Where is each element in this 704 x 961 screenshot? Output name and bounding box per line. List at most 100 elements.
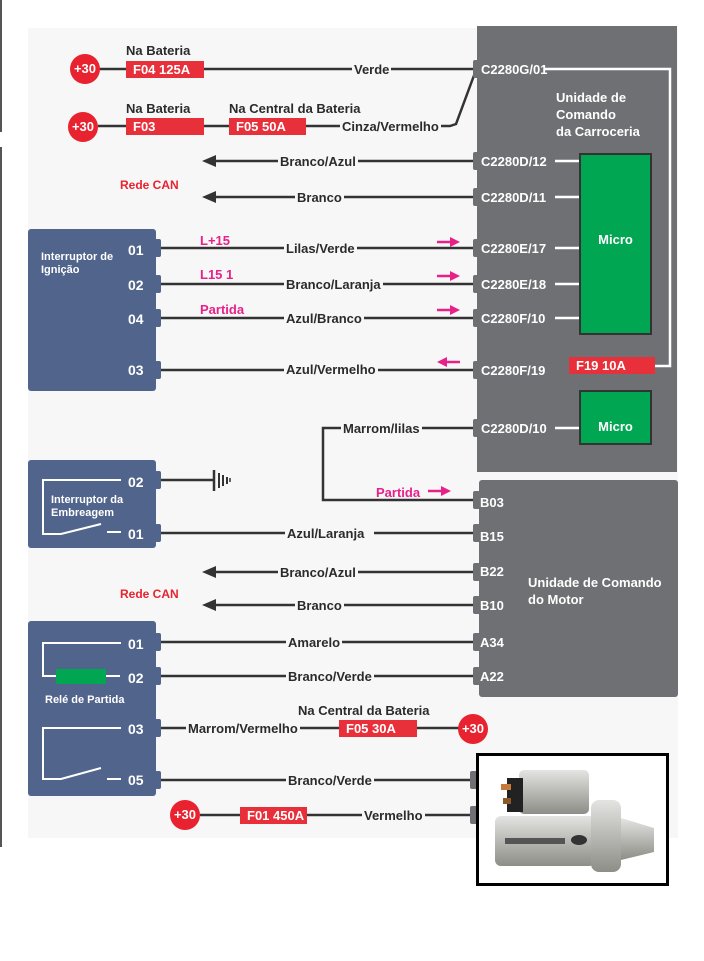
ignition-switch-title: Interruptor de Ignição bbox=[41, 251, 114, 276]
clutch-pin-01-tab bbox=[155, 524, 161, 542]
pin-a22 bbox=[473, 667, 481, 685]
connector-c2280d-12: C2280D/12 bbox=[481, 154, 547, 169]
ignition-pin-01: 01 bbox=[128, 242, 144, 258]
connector-c2280g-01: C2280G/01 bbox=[481, 62, 548, 77]
ignition-pin-04: 04 bbox=[128, 311, 144, 327]
microcontroller-secondary: Micro bbox=[579, 390, 652, 445]
wire-label-lilas-verde: Lilas/Verde bbox=[284, 241, 357, 256]
wire-label-amarelo: Amarelo bbox=[286, 635, 343, 650]
internal-line-f19 bbox=[544, 67, 672, 368]
starter-relay-title: Relé de Partida bbox=[45, 694, 125, 706]
relay-pin-01: 01 bbox=[128, 636, 144, 652]
pin-b22 bbox=[473, 563, 481, 581]
signal-partida-ignition: Partida bbox=[200, 302, 245, 317]
starter-relay-contacts-icon bbox=[42, 642, 121, 780]
arrow-left-can-4 bbox=[202, 599, 216, 611]
pin-c2280d-11 bbox=[473, 188, 481, 206]
clutch-pin-02: 02 bbox=[128, 474, 144, 490]
wire-label-branco-laranja: Branco/Laranja bbox=[284, 277, 383, 292]
relay-pin-02-tab bbox=[155, 667, 161, 685]
fuse-f19: F19 10A bbox=[569, 357, 655, 374]
wire-label-vermelho: Vermelho bbox=[362, 808, 425, 823]
wire-label-branco-verde-1: Branco/Verde bbox=[286, 669, 374, 684]
fuse-f05-50a: F05 50A bbox=[229, 118, 306, 135]
starter-motor-image bbox=[476, 753, 669, 886]
pin-c2280e-18 bbox=[473, 275, 481, 293]
engine-control-unit-title: Unidade de Comando do Motor bbox=[528, 575, 662, 607]
connector-b10: B10 bbox=[480, 598, 504, 613]
pin-starter-1 bbox=[470, 771, 478, 789]
signal-l15: L+15 bbox=[200, 233, 230, 248]
body-control-unit-title: Unidade de Comando da Carroceria bbox=[556, 90, 640, 139]
relay-pin-05: 05 bbox=[128, 772, 144, 788]
pin-c2280d-12 bbox=[473, 152, 481, 170]
relay-pin-05-tab bbox=[155, 771, 161, 789]
arrow-left-can-3 bbox=[202, 566, 216, 578]
pin-b10 bbox=[473, 596, 481, 614]
wire-label-can-branco-2: Branco bbox=[295, 598, 344, 613]
battery-positive-3: +30 bbox=[458, 714, 488, 744]
ignition-pin-02: 02 bbox=[128, 277, 144, 293]
connector-c2280f-19: C2280F/19 bbox=[481, 363, 546, 378]
wire-label-azul-branco: Azul/Branco bbox=[284, 311, 364, 326]
pin-c2280e-17 bbox=[473, 239, 481, 257]
wire-label-verde: Verde bbox=[352, 62, 392, 77]
ignition-pin-03-tab bbox=[155, 361, 161, 379]
clutch-pin-02-tab bbox=[155, 471, 161, 489]
relay-pin-01-tab bbox=[155, 633, 161, 651]
ground-icon bbox=[212, 470, 231, 491]
pin-c2280d-10 bbox=[473, 419, 481, 437]
connector-b22: B22 bbox=[480, 564, 504, 579]
battery-positive-4: +30 bbox=[170, 800, 200, 830]
wire-label-cinza-vermelho: Cinza/Vermelho bbox=[340, 119, 441, 134]
arrow-left-can-2 bbox=[202, 191, 216, 203]
pin-a34 bbox=[473, 633, 481, 651]
location-na-bateria-1: Na Bateria bbox=[126, 43, 191, 58]
left-border-line-bottom bbox=[0, 147, 2, 847]
pin-starter-2 bbox=[470, 806, 478, 824]
pin-c2280g-01 bbox=[473, 60, 481, 78]
starter-relay bbox=[28, 621, 156, 796]
battery-positive-1: +30 bbox=[70, 54, 100, 84]
connector-c2280e-17: C2280E/17 bbox=[481, 241, 547, 256]
starter-motor-icon bbox=[495, 770, 654, 872]
connector-c2280d-11: C2280D/11 bbox=[481, 190, 547, 205]
connector-c2280d-10: C2280D/10 bbox=[481, 421, 547, 436]
ignition-switch bbox=[28, 229, 156, 391]
wire-label-can-branco-azul-2: Branco/Azul bbox=[278, 565, 358, 580]
relay-pin-02: 02 bbox=[128, 670, 144, 686]
wire-label-marrom-vermelho: Marrom/Vermelho bbox=[186, 721, 300, 736]
microcontroller-main: Micro bbox=[579, 153, 652, 335]
connector-a34: A34 bbox=[480, 635, 504, 650]
relay-pin-03-tab bbox=[155, 719, 161, 737]
battery-positive-2: +30 bbox=[68, 112, 98, 142]
arrow-left-can-1 bbox=[202, 155, 216, 167]
can-bus-label-1: Rede CAN bbox=[120, 178, 179, 192]
signal-partida-engine: Partida bbox=[376, 485, 421, 500]
wire-label-azul-vermelho: Azul/Vermelho bbox=[284, 362, 378, 377]
wire-label-azul-laranja: Azul/Laranja bbox=[285, 527, 375, 540]
wire-label-can-branco-1: Branco bbox=[295, 190, 344, 205]
fuse-f01: F01 450A bbox=[240, 807, 307, 824]
relay-coil-icon bbox=[56, 669, 106, 684]
pin-b03 bbox=[473, 491, 481, 509]
connector-c2280e-18: C2280E/18 bbox=[481, 277, 547, 292]
signal-l15-1: L15 1 bbox=[200, 267, 234, 282]
wire-label-marrom-lilas: Marrom/lilas bbox=[341, 421, 422, 436]
fuse-f05-30a: F05 30A bbox=[339, 720, 417, 737]
relay-pin-03: 03 bbox=[128, 721, 144, 737]
location-central-bateria-1: Na Central da Bateria bbox=[229, 101, 361, 116]
location-central-bateria-2: Na Central da Bateria bbox=[298, 703, 430, 718]
pin-c2280f-10 bbox=[473, 309, 481, 327]
fuse-f03: F03 bbox=[126, 118, 204, 135]
fuse-f04: F04 125A bbox=[126, 61, 204, 78]
clutch-switch-title: Interruptor da Embreagem bbox=[51, 494, 124, 519]
ignition-pin-04-tab bbox=[155, 309, 161, 327]
ignition-pin-03: 03 bbox=[128, 362, 144, 378]
ignition-pin-01-tab bbox=[155, 239, 161, 257]
pin-b15 bbox=[473, 524, 481, 542]
clutch-switch-contact-icon bbox=[42, 479, 121, 535]
connector-c2280f-10: C2280F/10 bbox=[481, 311, 546, 326]
can-bus-label-2: Rede CAN bbox=[120, 587, 179, 601]
